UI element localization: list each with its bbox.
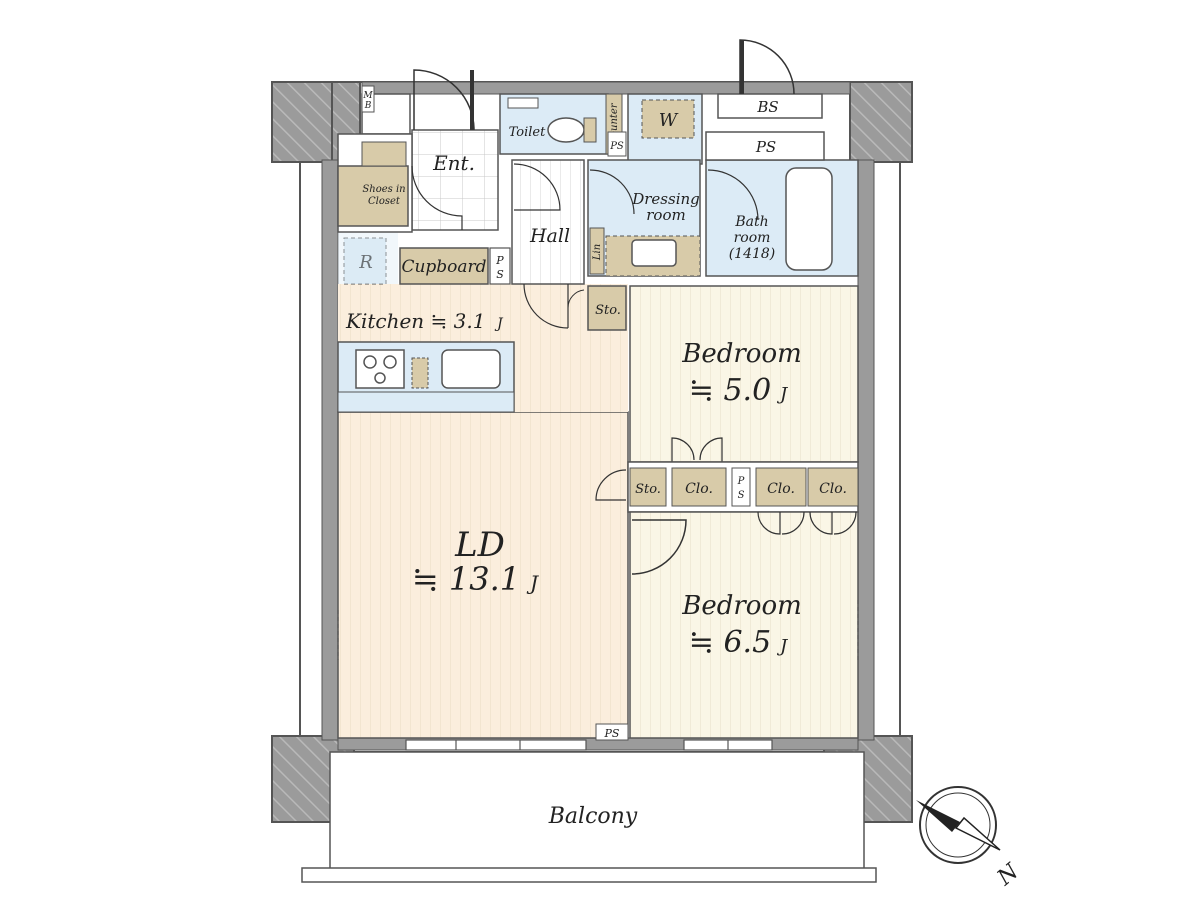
kitchen: Kitchen ≒ 3.1 J R Cupboard P S — [337, 232, 515, 413]
windows — [337, 600, 859, 751]
bs-label: BS — [756, 98, 778, 116]
closet-strip: Sto. Clo. P S Clo. Clo. — [595, 461, 859, 513]
balcony-label: Balcony — [548, 804, 638, 829]
ps-top-label: PS — [755, 138, 776, 156]
bath-label-3: (1418) — [729, 246, 776, 262]
ent-label: Ent. — [432, 151, 475, 175]
lin-label: Lin — [592, 244, 603, 261]
bs-door[interactable] — [739, 39, 795, 95]
svg-text:Clo.: Clo. — [685, 481, 713, 497]
svg-text:PS: PS — [609, 141, 624, 152]
kitchen-unit: J — [494, 316, 504, 332]
kitchen-label: Kitchen ≒ 3.1 — [345, 309, 485, 333]
ps-bottom: PS — [595, 723, 629, 741]
dressing-label-2: room — [646, 206, 685, 224]
svg-text:Clo.: Clo. — [819, 481, 847, 497]
washer-label: W — [659, 110, 679, 131]
storage-hall: Sto. — [567, 285, 627, 331]
bedroom-2-door[interactable] — [631, 519, 687, 575]
compass-n: N — [992, 859, 1024, 892]
toilet-bowl — [547, 117, 585, 143]
bedroom-1-unit: J — [776, 384, 789, 405]
svg-text:B: B — [364, 101, 372, 111]
svg-text:P: P — [737, 476, 745, 487]
bs-shaft — [717, 93, 823, 119]
bedroom-1-size: ≒ 5.0 — [689, 373, 771, 408]
svg-text:M: M — [362, 91, 373, 101]
hall-label: Hall — [529, 225, 570, 247]
bedroom-2-name: Bedroom — [681, 591, 802, 621]
cupboard — [399, 247, 489, 285]
clo-3 — [807, 467, 859, 507]
ps-mid — [731, 467, 751, 507]
dressing-room: Dressing room Lin — [587, 159, 701, 277]
cupboard-label: Cupboard — [401, 257, 486, 277]
room-bedroom-2: Bedroom ≒ 6.5 J — [629, 511, 859, 739]
bedroom-1-name: Bedroom — [681, 339, 802, 369]
hall: Hall — [511, 159, 585, 329]
svg-text:S: S — [738, 490, 745, 501]
room-bedroom-1: Bedroom ≒ 5.0 J — [629, 285, 859, 463]
svg-text:Clo.: Clo. — [767, 481, 795, 497]
toilet-room: Toilet Counter PS — [499, 93, 627, 157]
counter-label: Counter — [609, 102, 620, 144]
svg-text:P: P — [495, 254, 504, 267]
ld-name: LD — [454, 525, 505, 565]
stove — [355, 349, 405, 389]
bath-label-2: room — [734, 230, 771, 246]
ps-top — [705, 131, 825, 161]
bedroom-2-unit: J — [776, 636, 789, 657]
bath-label-1: Bath — [734, 214, 768, 230]
compass-icon: N — [916, 786, 1024, 892]
clo-1 — [671, 467, 727, 507]
shoes-label-1: Shoes in — [362, 184, 405, 195]
svg-text:PS: PS — [604, 727, 620, 740]
bath-room: Bath room (1418) BS PS — [705, 39, 859, 277]
clo-2 — [755, 467, 807, 507]
shoes-closet — [337, 165, 409, 227]
fridge-label: R — [358, 252, 373, 273]
room-ld: LD ≒ 13.1 J — [337, 284, 629, 739]
svg-text:Sto.: Sto. — [635, 482, 661, 497]
shoes-label-2: Closet — [368, 196, 401, 207]
ld-unit: J — [526, 571, 539, 595]
kitchen-sink — [441, 349, 501, 389]
balcony: Balcony — [301, 751, 877, 883]
sto-1-label: Sto. — [595, 303, 621, 318]
bedroom-2-size: ≒ 6.5 — [689, 625, 771, 660]
toilet-label: Toilet — [509, 125, 546, 140]
fridge-space — [343, 237, 387, 285]
sto-2 — [629, 467, 667, 507]
ps-kitchen — [489, 247, 511, 285]
svg-text:S: S — [496, 268, 504, 281]
entrance: M B Shoes in Closet Ent. — [337, 69, 499, 233]
dressing-label-1: Dressing — [631, 190, 700, 208]
washer-area: W — [627, 93, 703, 165]
bathtub — [785, 167, 833, 271]
ld-size: ≒ 13.1 — [412, 560, 520, 598]
